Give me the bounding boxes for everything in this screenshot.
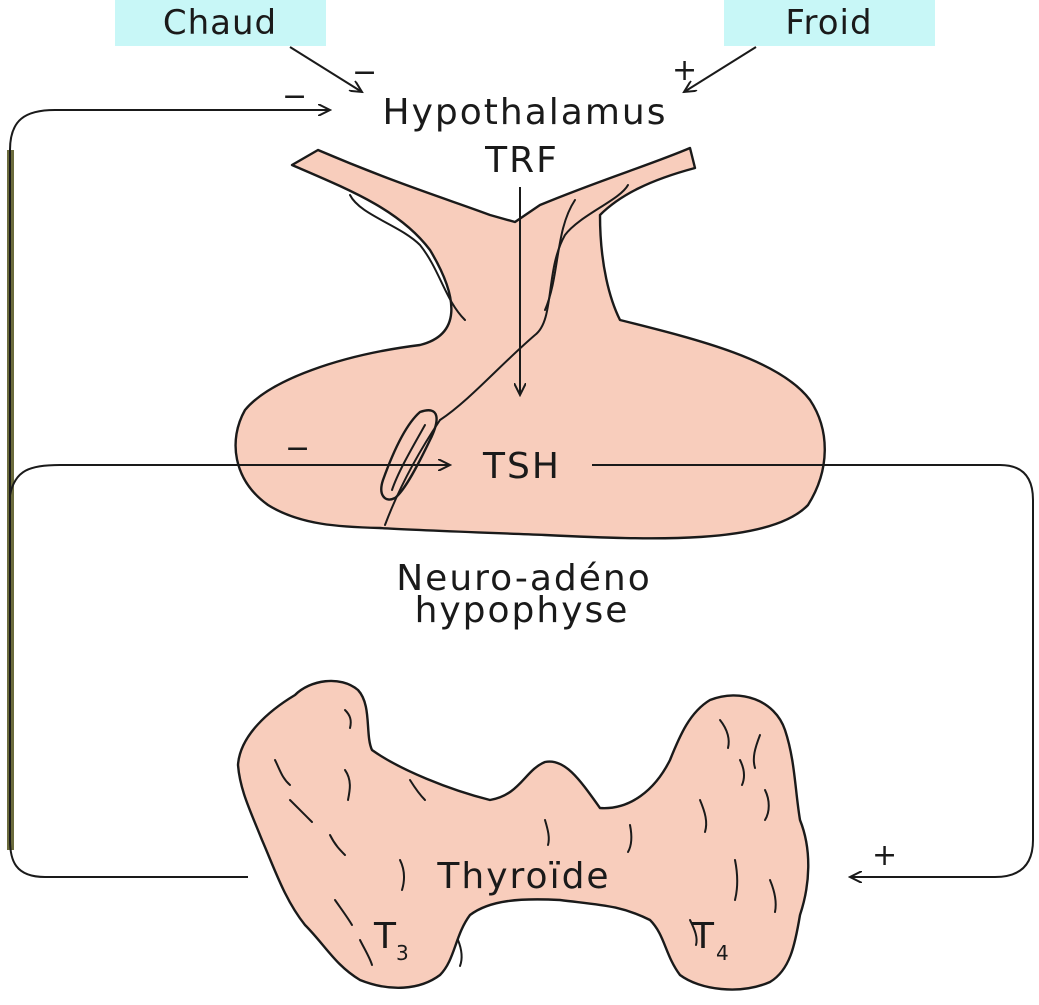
thyroid-label: Thyroïde [436, 856, 610, 897]
feedback-pituitary-sign: − [285, 431, 310, 466]
cold-label: Froid [785, 3, 872, 43]
heat-effect-sign: − [352, 55, 377, 90]
heat-stimulus-box: Chaud [115, 0, 326, 46]
cold-effect-sign: + [672, 53, 697, 88]
cold-stimulus-box: Froid [724, 0, 935, 46]
heat-label: Chaud [163, 3, 277, 43]
t4-subscript: 4 [716, 941, 729, 965]
t3-subscript: 3 [396, 941, 409, 965]
pituitary-label-line2: hypophyse [415, 590, 630, 631]
tsh-label: TSH [482, 446, 561, 487]
hypothalamus-label: Hypothalamus [383, 92, 668, 133]
t4-letter: T [691, 916, 716, 957]
feedback-hypothalamus-sign: − [282, 79, 307, 114]
t3-letter: T [373, 916, 398, 957]
tsh-on-thyroid-sign: + [872, 838, 897, 873]
trf-label: TRF [484, 140, 559, 181]
